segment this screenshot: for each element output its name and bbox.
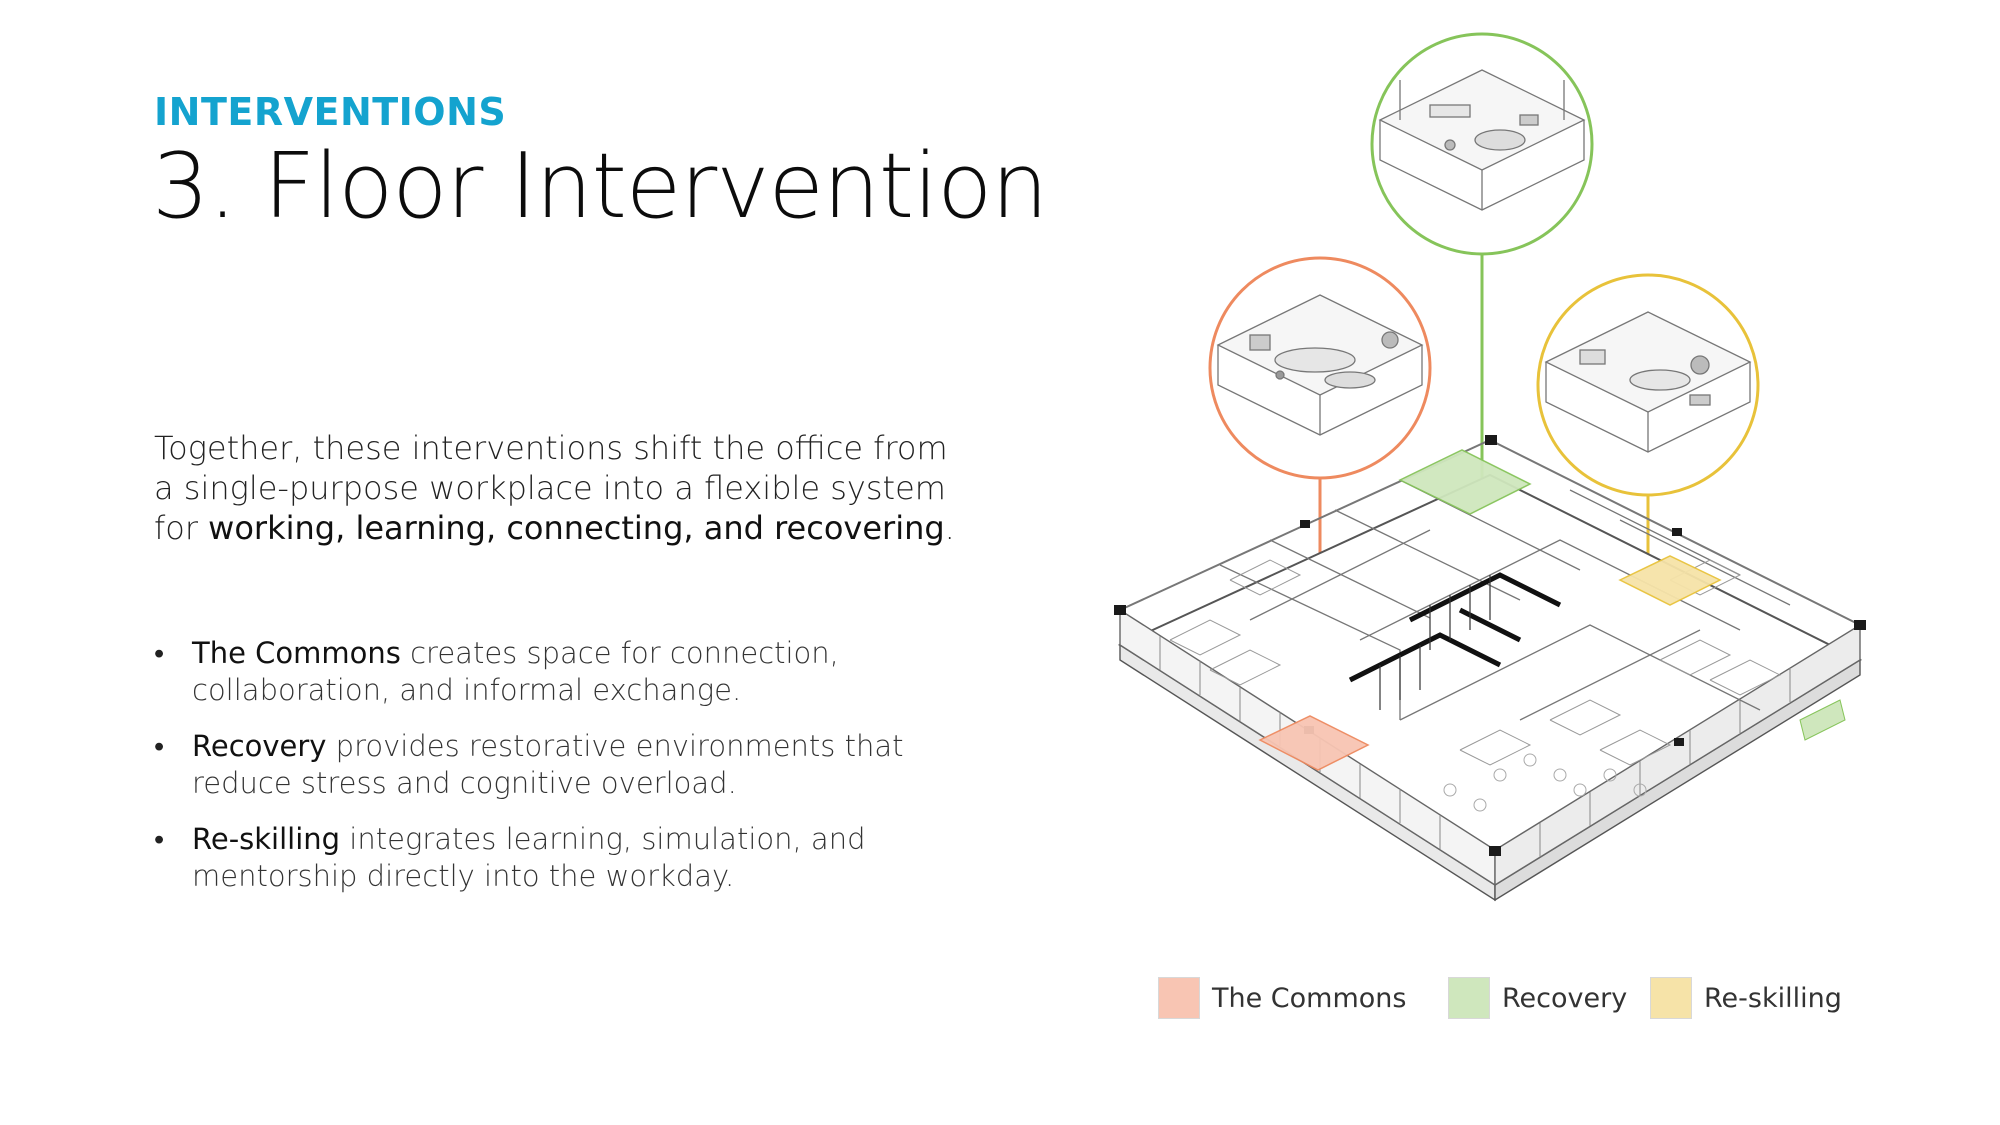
- bullet-text: integrates learning, simulation, and men…: [192, 822, 866, 893]
- commons-vignette: [1208, 256, 1432, 480]
- bullet-term: Recovery: [192, 729, 327, 763]
- intro-text: Together, these interventions shift the …: [154, 429, 948, 547]
- legend-swatch-commons: [1158, 977, 1200, 1019]
- floor-plan-diagram: [1100, 20, 1880, 980]
- section-eyebrow: INTERVENTIONS: [154, 90, 507, 134]
- page-title: 3. Floor Intervention: [152, 134, 1048, 239]
- list-item: • The Commons creates space for connecti…: [154, 635, 914, 709]
- diagram-legend: The Commons Recovery Re-skilling: [1158, 976, 1848, 1024]
- intro-end: .: [944, 509, 955, 547]
- bullet-icon: •: [154, 729, 165, 763]
- legend-item-commons: The Commons: [1158, 976, 1406, 1020]
- bullet-list: • The Commons creates space for connecti…: [154, 635, 914, 914]
- isometric-floor: [1114, 435, 1866, 902]
- list-item: • Re-skilling integrates learning, simul…: [154, 821, 914, 895]
- floor-plan-illustration: [1114, 32, 1866, 902]
- legend-swatch-recovery: [1448, 977, 1490, 1019]
- bullet-icon: •: [154, 636, 165, 670]
- legend-item-reskilling: Re-skilling: [1650, 976, 1842, 1020]
- list-item: • Recovery provides restorative environm…: [154, 728, 914, 802]
- legend-label: Re-skilling: [1704, 982, 1842, 1014]
- legend-label: The Commons: [1212, 982, 1407, 1014]
- intro-paragraph: Together, these interventions shift the …: [154, 428, 974, 548]
- bullet-term: Re-skilling: [192, 822, 341, 856]
- bullet-term: The Commons: [192, 636, 401, 670]
- intro-emphasis: working, learning, connecting, and recov…: [208, 509, 945, 547]
- bullet-icon: •: [154, 822, 165, 856]
- bullet-text: creates space for connection, collaborat…: [192, 636, 839, 707]
- legend-swatch-reskilling: [1650, 977, 1692, 1019]
- recovery-vignette: [1370, 32, 1594, 256]
- legend-label: Recovery: [1502, 982, 1628, 1014]
- reskilling-vignette: [1536, 273, 1760, 497]
- bullet-text: provides restorative environments that r…: [192, 729, 904, 800]
- legend-item-recovery: Recovery: [1448, 976, 1627, 1020]
